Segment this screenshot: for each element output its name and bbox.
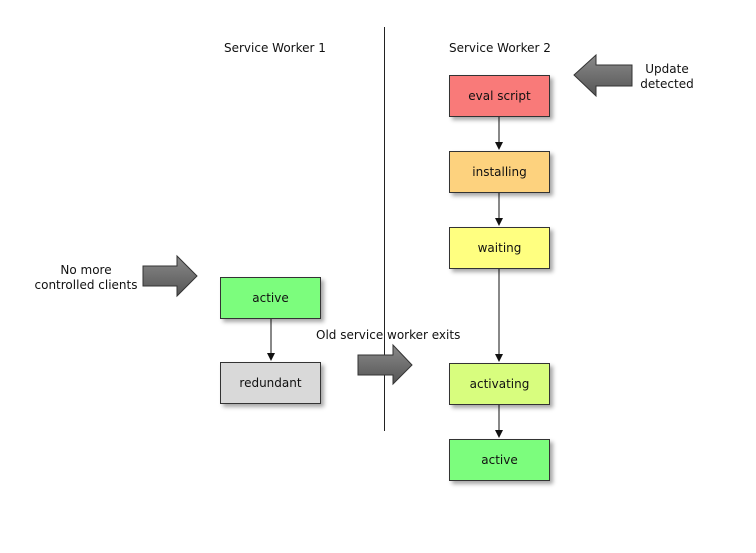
- sw2-state-activating: activating: [449, 363, 550, 405]
- old-worker-exits-block-arrow: [357, 343, 413, 386]
- sw1-state-redundant: redundant: [220, 362, 321, 404]
- service-worker-2-heading: Service Worker 2: [449, 41, 551, 55]
- update-detected-line1: Update: [645, 62, 689, 76]
- old-worker-exits-note: Old service worker exits: [316, 328, 461, 342]
- sw2-state-installing-label: installing: [472, 165, 527, 179]
- worker-divider-line: [384, 27, 385, 431]
- sw1-state-redundant-label: redundant: [239, 376, 302, 390]
- no-clients-block-arrow: [142, 254, 198, 298]
- sw2-state-waiting: waiting: [449, 227, 550, 269]
- update-detected-line2: detected: [640, 77, 694, 91]
- sw2-state-eval-script-label: eval script: [468, 89, 531, 103]
- sw2-state-activating-label: activating: [469, 377, 530, 391]
- sw2-state-installing: installing: [449, 151, 550, 193]
- service-worker-1-heading: Service Worker 1: [224, 41, 326, 55]
- update-detected-block-arrow: [573, 53, 633, 98]
- sw1-state-active: active: [220, 277, 321, 319]
- sw2-state-active-label: active: [481, 453, 518, 467]
- no-clients-line2: controlled clients: [34, 278, 138, 292]
- sw2-state-waiting-label: waiting: [477, 241, 522, 255]
- sw1-state-active-label: active: [252, 291, 289, 305]
- no-clients-line1: No more: [60, 263, 112, 277]
- no-controlled-clients-note: No more controlled clients: [30, 263, 142, 293]
- sw2-state-eval-script: eval script: [449, 75, 550, 117]
- update-detected-note: Update detected: [637, 62, 697, 92]
- sw2-state-active: active: [449, 439, 550, 481]
